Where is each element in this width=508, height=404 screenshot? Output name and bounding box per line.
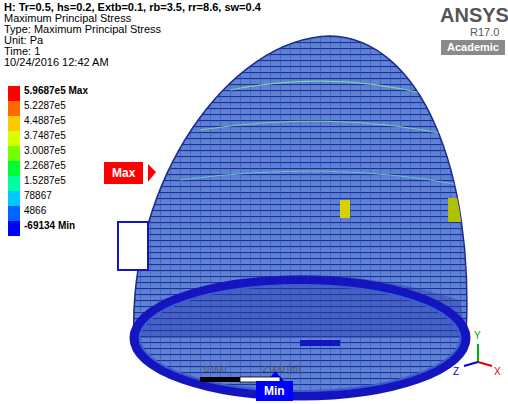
legend-value: 4.4887e5 xyxy=(24,115,66,127)
min-callout: Min xyxy=(256,381,293,401)
legend-swatch xyxy=(8,191,20,206)
legend-value: 3.0087e5 xyxy=(24,145,66,157)
legend-value: 1.5287e5 xyxy=(24,175,66,187)
legend-swatch xyxy=(8,206,20,221)
axis-label: Z xyxy=(453,366,459,378)
legend-value: 2.2687e5 xyxy=(24,160,66,172)
max-pointer xyxy=(148,164,156,182)
edition-badge: Academic xyxy=(441,40,505,55)
legend-swatch xyxy=(8,221,20,236)
legend-value: 78867 xyxy=(24,190,52,202)
legend-value: 5.2287e5 xyxy=(24,100,66,112)
version-text: R17.0 xyxy=(470,26,499,39)
logo-text: ANSYS xyxy=(440,4,508,26)
model-title: H: Tr=0.5, hs=0.2, Extb=0.1, rb=3.5, rr=… xyxy=(4,1,261,13)
axis-label: Y xyxy=(474,330,481,342)
legend-value: 3.7487e5 xyxy=(24,130,66,142)
legend-swatch xyxy=(8,176,20,191)
legend-value: 4866 xyxy=(24,205,46,217)
dome-shell xyxy=(118,36,467,396)
scale-value: 2.000 (m) xyxy=(262,364,301,375)
legend-swatch xyxy=(8,116,20,131)
legend-value: -69134 Min xyxy=(24,220,75,232)
legend-swatch xyxy=(8,86,20,101)
legend-value: 5.9687e5 Max xyxy=(24,85,88,97)
scale-value: 0.000 xyxy=(204,364,227,375)
legend-swatch xyxy=(8,101,20,116)
legend-swatch xyxy=(8,161,20,176)
legend-swatch xyxy=(8,131,20,146)
legend-swatch xyxy=(8,146,20,161)
axis-triad xyxy=(464,344,492,366)
date-stamp: 10/24/2016 12:42 AM xyxy=(4,56,109,69)
axis-label: X xyxy=(494,366,501,378)
max-callout: Max xyxy=(104,162,143,184)
